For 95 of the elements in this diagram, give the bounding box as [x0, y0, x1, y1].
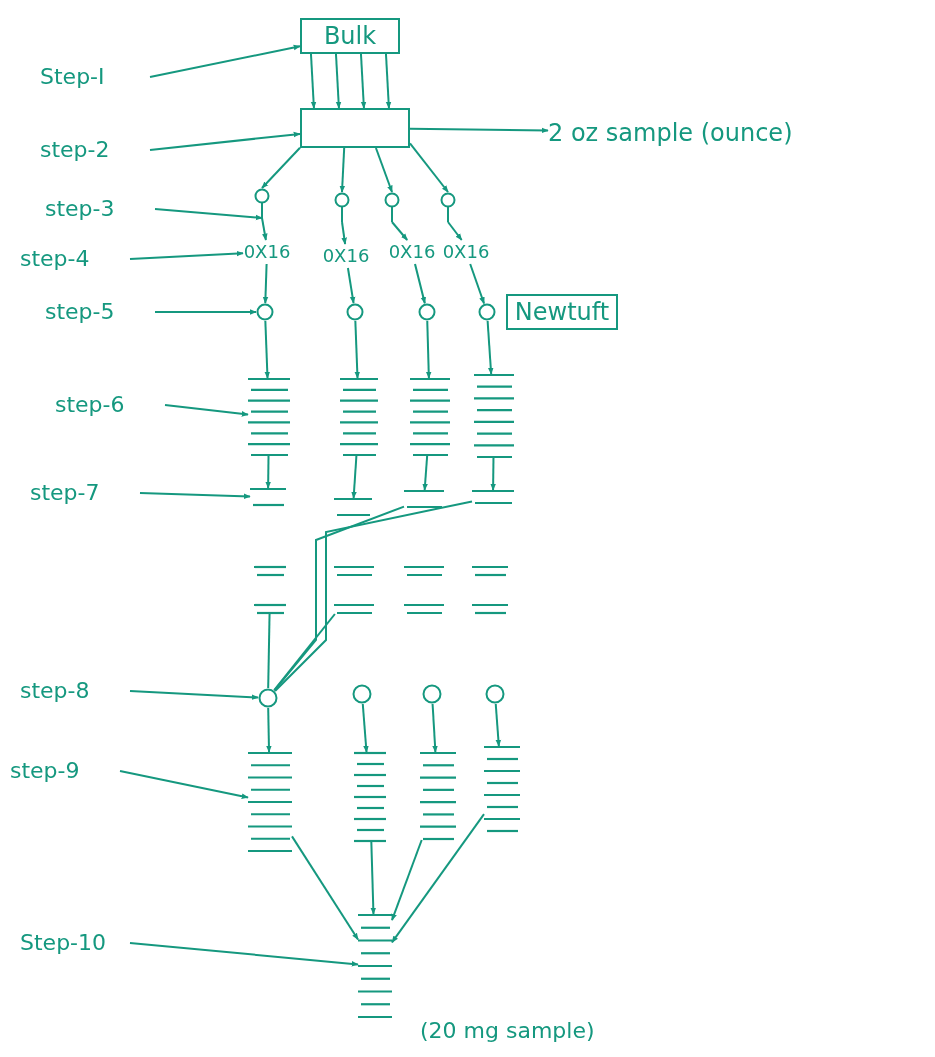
- arrow: [361, 702, 369, 753]
- circle-shape: [478, 303, 496, 321]
- leader-arrow: [154, 309, 257, 315]
- leader-arrow: [164, 404, 249, 417]
- leader-arrow: [149, 131, 301, 151]
- step-label: step-6: [55, 390, 175, 420]
- arrow: [291, 835, 359, 941]
- arrow: [264, 320, 271, 379]
- count-label: 0X16: [243, 240, 291, 264]
- leader-arrow: [129, 690, 259, 700]
- step-label: step-8: [20, 676, 140, 706]
- arrow: [341, 221, 347, 245]
- circle-shape: [418, 303, 436, 321]
- circle-shape: [258, 688, 278, 708]
- arrow: [310, 53, 317, 109]
- layer-stack: [334, 566, 374, 614]
- leader-arrow: [119, 770, 249, 799]
- step-label: step-7: [30, 478, 150, 508]
- arrow: [370, 841, 377, 915]
- arrow: [261, 146, 301, 189]
- arrow: [447, 221, 463, 241]
- arrow: [385, 53, 392, 109]
- arrow: [431, 703, 438, 753]
- leader-arrow: [129, 942, 359, 967]
- circle-shape: [422, 684, 442, 704]
- step-label: step-2: [40, 135, 160, 165]
- pin-shape: [332, 192, 352, 222]
- count-label: 0X16: [442, 240, 490, 264]
- leader-arrow: [154, 208, 263, 221]
- arrow: [261, 217, 268, 241]
- connector-line: [274, 500, 473, 692]
- layer-stack: [358, 914, 392, 1018]
- layer-stack: [404, 490, 444, 508]
- layer-stack: [250, 488, 286, 506]
- arrow: [486, 320, 494, 375]
- arrow: [360, 53, 367, 109]
- arrow: [335, 53, 342, 109]
- sample-label: 2 oz sample (ounce): [548, 116, 928, 150]
- arrow: [422, 455, 429, 491]
- arrow: [262, 263, 269, 304]
- circle-shape: [352, 684, 372, 704]
- arrow: [391, 839, 423, 922]
- layer-stack: [248, 378, 290, 456]
- layer-stack: [474, 374, 514, 458]
- pin-shape: [382, 192, 402, 222]
- arrow: [425, 320, 432, 379]
- step-label: step-3: [45, 194, 165, 224]
- arrow: [391, 221, 409, 241]
- count-label: 0X16: [322, 244, 370, 268]
- layer-stack: [334, 498, 372, 516]
- connector-line: [273, 613, 336, 692]
- layer-stack: [404, 566, 444, 614]
- layer-stack: [354, 752, 386, 842]
- connector-line: [267, 613, 271, 689]
- connector-line: [273, 505, 405, 692]
- label-box: Bulk: [300, 18, 400, 54]
- sample-box: [300, 108, 410, 148]
- leader-arrow: [129, 250, 244, 260]
- step-label: Step-10: [20, 928, 140, 958]
- arrow: [346, 267, 356, 305]
- arrow: [265, 455, 271, 489]
- step-label: step-5: [45, 297, 165, 327]
- leader-arrow: [149, 44, 301, 78]
- layer-stack: [410, 378, 450, 456]
- step-label: step-9: [10, 756, 130, 786]
- count-label: 0X16: [388, 240, 436, 264]
- arrow: [339, 147, 346, 193]
- layer-stack: [472, 490, 514, 504]
- arrow: [374, 147, 393, 193]
- arrow: [409, 142, 449, 193]
- circle-shape: [485, 684, 505, 704]
- layer-stack: [254, 566, 286, 614]
- leader-arrow: [139, 492, 251, 500]
- pin-shape: [438, 192, 458, 222]
- step-label: step-4: [20, 244, 140, 274]
- arrow: [409, 127, 549, 134]
- step-label: Step-I: [40, 62, 160, 92]
- pin-shape: [252, 188, 272, 218]
- layer-stack: [472, 566, 508, 614]
- arrow: [351, 455, 358, 499]
- arrow: [469, 263, 486, 305]
- sample-weight-label: (20 mg sample): [420, 1018, 595, 1043]
- label-box: Newtuft: [506, 294, 618, 330]
- arrow: [490, 457, 496, 491]
- arrow: [266, 707, 272, 753]
- layer-stack: [248, 752, 292, 852]
- layer-stack: [484, 746, 520, 832]
- arrow: [391, 813, 485, 944]
- arrow: [354, 320, 361, 379]
- layer-stack: [340, 378, 378, 456]
- circle-shape: [256, 303, 274, 321]
- arrow: [494, 702, 502, 747]
- circle-shape: [346, 303, 364, 321]
- arrow: [414, 263, 426, 305]
- layer-stack: [420, 752, 456, 840]
